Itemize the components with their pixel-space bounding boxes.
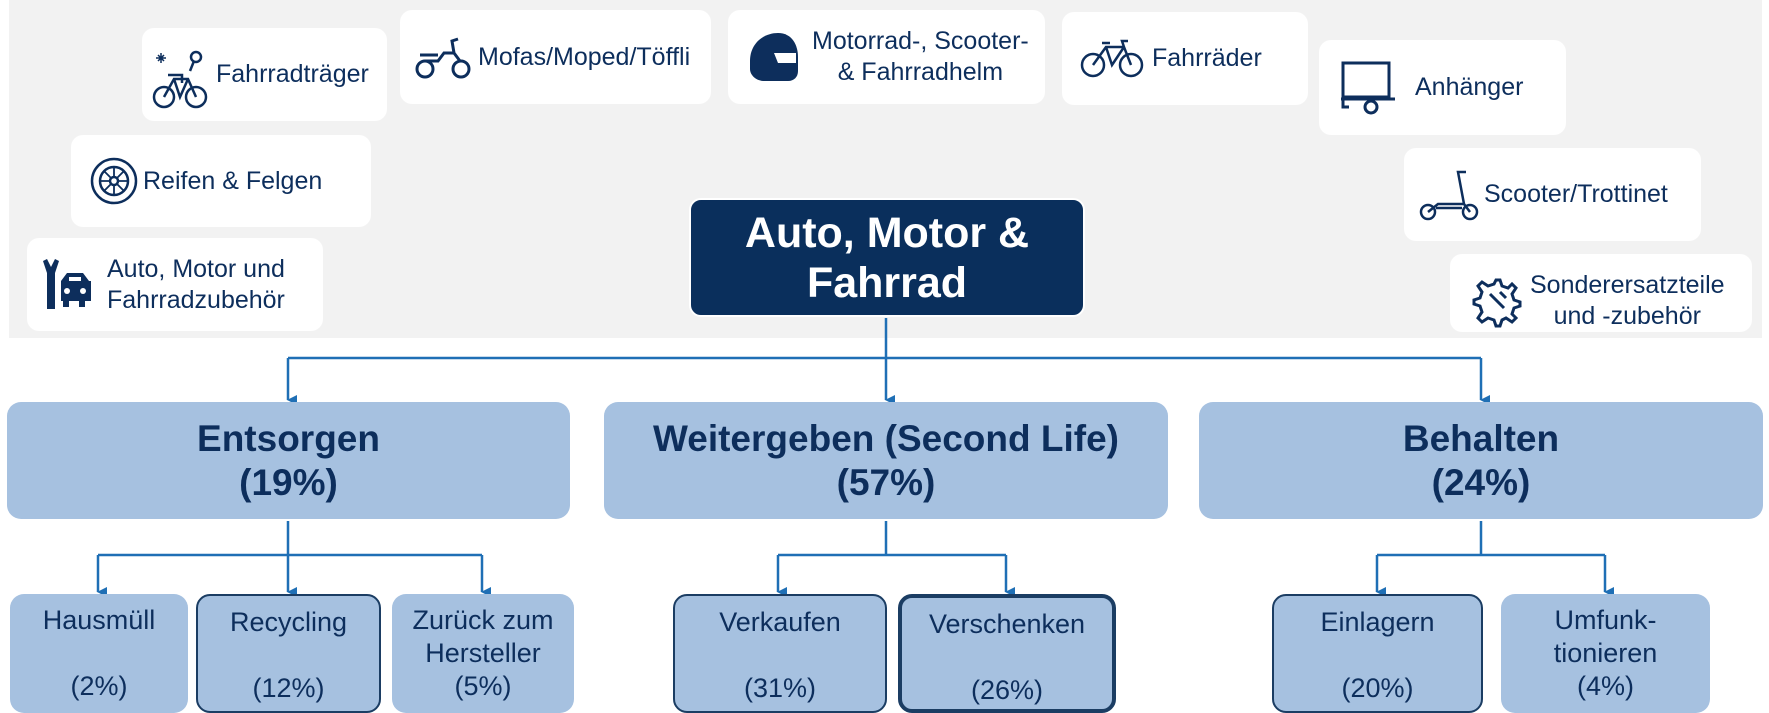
leaf-label: Einlagern [1320,607,1435,637]
category-label: Auto, Motor und Fahrradzubehör [107,254,285,314]
category-fahrraeder: Fahrräder [1062,12,1308,105]
leaf-percent: (5%) [454,671,512,701]
category-label: Sonderersatzteile und -zubehör [1530,271,1725,330]
bicycle-icon [1080,39,1144,77]
trailer-icon [1341,61,1395,114]
center-topic-label: Auto, Motor & Fahrrad [744,208,1030,307]
leaf-percent: (4%) [1576,671,1634,701]
leaf-percent: (26%) [970,675,1044,705]
center-topic-box: Auto, Motor & Fahrrad [689,198,1085,317]
leaf-percent: (31%) [743,673,817,703]
category-label: Anhänger [1415,73,1524,101]
helmet-icon [750,33,798,81]
category-anhaenger: Anhänger [1319,40,1566,135]
leaf-label: Recycling [229,607,348,637]
leaf-percent: (2%) [70,671,128,701]
bike-rack-icon [152,50,208,108]
branch-behalten: Behalten (24%) [1199,402,1763,519]
category-scooter: Scooter/Trottinet [1404,148,1701,241]
leaf-label: Verschenken [928,609,1086,639]
branch-weitergeben: Weitergeben (Second Life) (57%) [604,402,1168,519]
leaf-label: Umfunk- tionieren [1553,605,1658,668]
category-label: Scooter/Trottinet [1484,180,1668,208]
leaf-hersteller: Zurück zum Hersteller (5%) [392,594,574,713]
category-helm: Motorrad-, Scooter- & Fahrradhelm [728,10,1045,104]
category-label: Motorrad-, Scooter- & Fahrradhelm [812,27,1029,86]
branch-title: Entsorgen [197,417,380,459]
tire-icon [90,157,138,205]
leaf-verkaufen: Verkaufen (31%) [673,594,887,713]
leaf-hausmuell: Hausmüll (2%) [10,594,188,713]
branch-title: Behalten [1402,417,1560,459]
leaf-umfunktionieren: Umfunk- tionieren (4%) [1501,594,1710,713]
leaf-percent: (20%) [1341,673,1414,703]
leaf-einlagern: Einlagern (20%) [1272,594,1483,713]
leaf-label: Zurück zum Hersteller [412,605,554,668]
branch-title: Weitergeben (Second Life) [653,417,1119,459]
category-mofas: Mofas/Moped/Töffli [400,10,711,104]
leaf-label: Hausmüll [42,605,156,635]
leaf-recycling: Recycling (12%) [196,594,381,713]
branch-percent: (57%) [836,461,936,503]
category-label: Reifen & Felgen [143,166,323,195]
category-zubehoer: Auto, Motor und Fahrradzubehör [27,238,323,331]
gear-wrench-icon [1472,278,1522,328]
category-sonder: Sonderersatzteile und -zubehör [1450,254,1752,332]
category-reifen: Reifen & Felgen [71,135,371,227]
leaf-verschenken: Verschenken (26%) [898,594,1116,713]
branch-entsorgen: Entsorgen (19%) [7,402,570,519]
leaf-percent: (12%) [252,673,325,703]
branch-percent: (19%) [239,461,338,503]
branch-percent: (24%) [1431,461,1531,503]
kick-scooter-icon [1419,170,1479,220]
category-label: Fahrradträger [216,60,369,88]
car-wrench-icon [43,258,91,309]
category-fahrradtraeger: Fahrradträger [142,28,387,121]
category-label: Fahrräder [1152,44,1262,72]
category-label: Mofas/Moped/Töffli [478,42,691,71]
leaf-label: Verkaufen [719,607,841,637]
moped-icon [415,37,471,79]
